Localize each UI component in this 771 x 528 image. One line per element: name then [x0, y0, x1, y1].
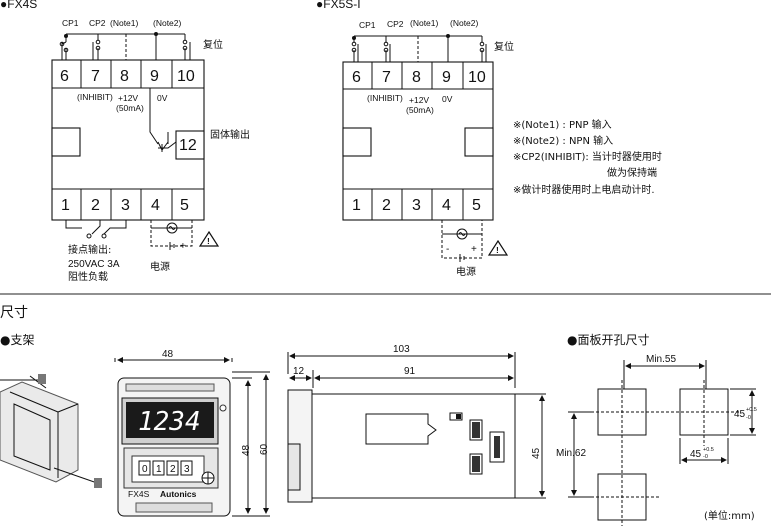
note-2: ※(Note2) : NPN 输入	[513, 134, 613, 147]
cut-vertical-dim: 45	[734, 409, 746, 420]
svg-text:!: !	[496, 245, 499, 255]
fx4s-terminal-2: 2	[91, 197, 100, 214]
fx4s-12v-label: +12V	[118, 93, 138, 103]
fx5s-terminal-5: 5	[472, 197, 481, 214]
fx4s-terminal-8: 8	[120, 68, 129, 85]
bracket-label: ●支架	[0, 333, 34, 347]
min55-dim: Min.55	[646, 354, 676, 365]
side-total-dim: 103	[393, 344, 410, 355]
panel-cut-label: ●面板开孔尺寸	[567, 333, 649, 347]
fx4s-0v-label: 0V	[157, 93, 168, 103]
fx5s-terminal-9: 9	[442, 69, 451, 86]
fx4s-terminal-9: 9	[150, 68, 159, 85]
cut-vertical-tol-zero: -0	[746, 415, 751, 421]
fx5s-note1-label: (Note1)	[410, 18, 439, 28]
fx5s-note2-label: (Note2)	[450, 18, 479, 28]
model-label: FX4S	[128, 489, 150, 499]
min62-dim: Min.62	[556, 448, 586, 459]
fx4s-50ma-label: (50mA)	[116, 103, 144, 113]
fx4s-cp2-label: CP2	[89, 18, 106, 28]
fx4s-terminal-1: 1	[61, 197, 70, 214]
fx5s-12v-label: +12V	[409, 95, 429, 105]
side-front-dim: 12	[293, 366, 305, 377]
fx5s-inhibit-label: (INHIBIT)	[367, 93, 403, 103]
fx4s-power-label: 电源	[150, 260, 170, 273]
unit-label: (单位:mm)	[704, 509, 755, 522]
fx4s-terminal-4: 4	[151, 197, 160, 214]
fx5s-0v-label: 0V	[442, 94, 453, 104]
note-1: ※(Note1) : PNP 输入	[513, 118, 612, 131]
front-view: 48 1234 0 1 2 3 FX4S Autonics	[114, 349, 270, 517]
fx5s-terminal-10: 10	[468, 69, 486, 86]
fx5s-terminal-6: 6	[352, 69, 361, 86]
note-4: ※做计时器使用时上电启动计时.	[513, 183, 655, 196]
fx5s-terminal-3: 3	[412, 197, 421, 214]
warning-icon	[487, 239, 509, 256]
fx5s-terminal-1: 1	[352, 197, 361, 214]
fx4s-contact-output-label: 接点输出:	[68, 243, 111, 256]
warning-icon	[198, 230, 220, 247]
display-window	[126, 402, 214, 438]
fx4s-contact-rating: 250VAC 3A	[68, 259, 120, 270]
fx4s-reset-label: 复位	[203, 38, 223, 51]
fx5s-terminal-8: 8	[412, 69, 421, 86]
dimensions-section: 尺寸 ●支架 ●面板开孔尺寸 48 1234	[0, 305, 757, 526]
fx4s-title: ●FX4S	[0, 0, 37, 11]
fx5s-terminal-4: 4	[442, 197, 451, 214]
fx5s-terminal-7: 7	[382, 69, 391, 86]
fx5s-wiring: ●FX5S-I CP1 CP2 (Note1) (Note2) 复位 6 7 8…	[316, 0, 662, 278]
note-3: ※CP2(INHIBIT): 当计时器使用时	[513, 150, 662, 163]
digit-3: 3	[184, 464, 190, 475]
section-title: 尺寸	[0, 305, 28, 321]
fx4s-cp1-label: CP1	[62, 18, 79, 28]
front-height-dim-48: 48	[241, 444, 252, 456]
cut-horizontal-dim: 45	[690, 449, 702, 460]
cut-vertical-tol-plus: +0.5	[746, 407, 757, 413]
fx4s-power-minus: -	[155, 241, 158, 252]
fx4s-terminal-7: 7	[91, 68, 100, 85]
fx4s-note1-label: (Note1)	[110, 18, 139, 28]
side-height-dim: 45	[531, 447, 542, 459]
panel-cutout: Min.55 Min.62 45 +0.5 -0 45 +0.5 -0 (单位:…	[556, 354, 757, 526]
digit-1: 1	[156, 464, 162, 475]
fx4s-contact-load: 阻性负载	[68, 270, 108, 283]
cut-horizontal-tol-zero: -0	[703, 454, 708, 460]
fx5s-cp1-label: CP1	[359, 20, 376, 30]
fx4s-terminal-10: 10	[177, 68, 195, 85]
brand-label: Autonics	[160, 489, 197, 499]
fx4s-terminal-3: 3	[121, 197, 130, 214]
digit-2: 2	[170, 464, 176, 475]
fx5s-power-label: 电源	[456, 265, 476, 278]
cut-horizontal-tol-plus: +0.5	[703, 447, 714, 453]
fx4s-wiring: ●FX4S CP1 CP2 (Note1) (Note2) 复位 6 7 8 9…	[0, 0, 250, 283]
fx4s-solid-state-label: 固体输出	[210, 128, 250, 141]
digit-0: 0	[142, 464, 148, 475]
fx4s-terminal-6: 6	[60, 68, 69, 85]
bracket-drawing	[0, 374, 102, 488]
display-value: 1234	[138, 407, 201, 437]
fx5s-50ma-label: (50mA)	[406, 105, 434, 115]
fx5s-power-minus: -	[446, 244, 449, 255]
fx4s-power-plus: +	[180, 241, 186, 252]
front-width-dim: 48	[162, 349, 174, 360]
fx5s-cp2-label: CP2	[387, 19, 404, 29]
fx4s-inhibit-label: (INHIBIT)	[77, 92, 113, 102]
fx4s-note2-label: (Note2)	[153, 18, 182, 28]
fx5s-terminal-2: 2	[382, 197, 391, 214]
note-3-cont: 做为保持端	[607, 166, 657, 179]
fx5s-reset-label: 复位	[494, 40, 514, 53]
fx5s-power-plus: +	[471, 244, 477, 255]
front-height-dim-60: 60	[259, 443, 270, 455]
side-body-dim: 91	[404, 366, 416, 377]
fx4s-terminal-12: 12	[179, 137, 197, 154]
fx5s-title: ●FX5S-I	[316, 0, 361, 11]
svg-text:!: !	[207, 236, 210, 246]
side-view: 103 12 91 45	[287, 344, 546, 503]
fx4s-terminal-5: 5	[180, 197, 189, 214]
